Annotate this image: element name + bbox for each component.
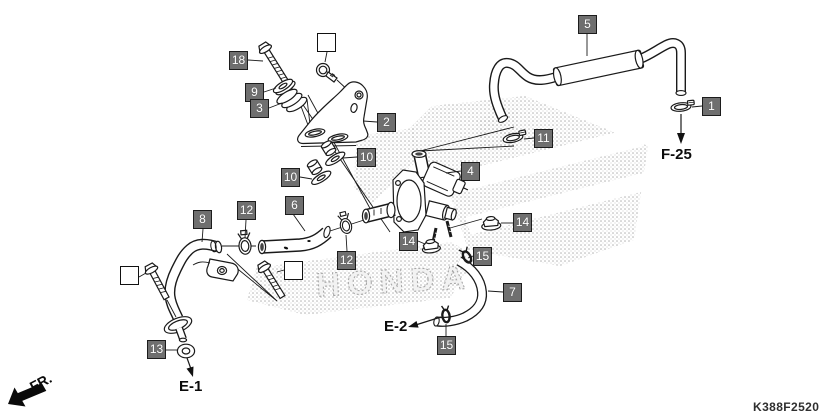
- part-callout-8: 8: [193, 210, 212, 229]
- bolt-center: [257, 260, 286, 300]
- ref-e2-label: E-2: [384, 318, 407, 335]
- part-callout-4: 4: [461, 162, 480, 181]
- part-callout-10: 10: [281, 168, 300, 187]
- ref-f25-label: F-25: [661, 146, 692, 163]
- pipe-8: [163, 238, 223, 343]
- fr-arrow-icon: [8, 383, 47, 407]
- clip-15-upper: [458, 246, 473, 264]
- ref-e1: E-1: [179, 357, 202, 395]
- part-callout-2: 2: [377, 113, 396, 132]
- ref-e1-label: E-1: [179, 378, 202, 395]
- hose-5: [488, 38, 687, 123]
- hose-7: [433, 256, 488, 327]
- clamp-11: [502, 129, 527, 144]
- part-callout-15: 15: [437, 336, 456, 355]
- stay-bracket-8: [192, 258, 239, 282]
- part-callout-12: 12: [337, 251, 356, 270]
- nut-14-right: [481, 215, 502, 231]
- part-callout-3: 3: [250, 99, 269, 118]
- clamp-1: [670, 99, 695, 112]
- clip-15-lower: [440, 305, 451, 324]
- nut-14-center: [421, 238, 441, 254]
- part-callout-11: 11: [534, 129, 553, 148]
- collar-set-10-lower: [306, 159, 332, 186]
- tube-6: [257, 225, 332, 255]
- part-callout-14: 14: [399, 232, 418, 251]
- washer-13: [176, 343, 196, 359]
- bolt-left-axis: [166, 299, 177, 318]
- part-callout-10: 10: [357, 148, 376, 167]
- empty-callout-box-2: [120, 266, 139, 285]
- leader-lines: [138, 34, 703, 351]
- hose-5-sleeve: [552, 49, 645, 87]
- empty-callout-box-3: [284, 261, 303, 280]
- ref-f25: F-25: [661, 114, 692, 163]
- part-callout-7: 7: [503, 283, 522, 302]
- diagram-code: K388F2520: [753, 400, 819, 414]
- ref-e2: E-2: [384, 316, 442, 335]
- rubber-mount-3: [276, 88, 308, 113]
- part-callout-12: 12: [237, 201, 256, 220]
- part-callout-6: 6: [285, 196, 304, 215]
- clamp-12-right: [337, 210, 353, 234]
- part-callout-18: 18: [229, 51, 248, 70]
- collar-set-10-upper: [320, 140, 346, 167]
- part-callout-5: 5: [578, 15, 597, 34]
- bracket-2: [297, 81, 369, 147]
- part-callout-13: 13: [147, 340, 166, 359]
- washer-9: [272, 78, 296, 96]
- part-callout-14: 14: [513, 213, 532, 232]
- empty-callout-box-1: [317, 33, 336, 52]
- screw-top: [315, 62, 338, 83]
- valve-4: [361, 150, 469, 248]
- part-callout-15: 15: [473, 247, 492, 266]
- part-callout-1: 1: [702, 97, 721, 116]
